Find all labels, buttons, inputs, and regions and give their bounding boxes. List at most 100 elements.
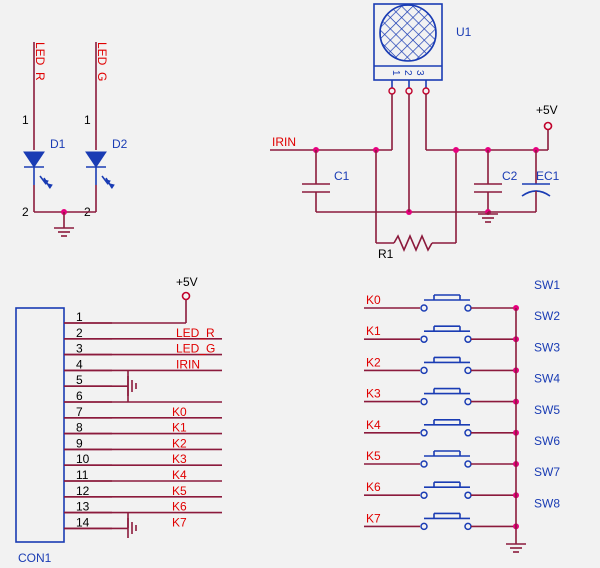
con-pin-number: 13 <box>76 500 90 514</box>
u1-pin-2: 2 <box>402 70 413 76</box>
switch-row: K4 SW5 <box>364 403 560 437</box>
con-pin-number: 9 <box>76 436 83 450</box>
d1-light-arrows-icon <box>39 175 53 189</box>
ir-receiver-u1: U1 1 2 3 <box>373 3 472 95</box>
con-vcc-terminal-icon <box>181 291 191 301</box>
pushbutton-icon <box>424 387 470 395</box>
d2-ref: D2 <box>112 137 128 151</box>
con-vcc-label: +5V <box>176 275 198 289</box>
switch-key-label: K0 <box>366 293 381 307</box>
switch-key-label: K6 <box>366 480 381 494</box>
con-net-label: K5 <box>172 484 187 498</box>
switch-key-label: K3 <box>366 387 381 401</box>
con-pin-number: 7 <box>76 405 83 419</box>
con-pin-number: 5 <box>76 373 83 387</box>
switch-key-label: K7 <box>366 511 381 525</box>
vcc-terminal-icon <box>543 121 553 131</box>
pushbutton-icon <box>424 481 470 489</box>
switch-row: K3 SW4 <box>364 372 560 406</box>
d2-pin-top: 1 <box>84 113 91 127</box>
switch-key-label: K4 <box>366 418 381 432</box>
d2-diode-icon <box>85 151 107 168</box>
led-d2: LED_G 1 D2 2 <box>84 42 128 219</box>
con-pin-number: 2 <box>76 326 83 340</box>
u1-ref: U1 <box>456 25 472 39</box>
con-net-label: K4 <box>172 468 187 482</box>
switch-row: K7 SW8 <box>364 496 560 531</box>
con-pin-number: 1 <box>76 310 83 324</box>
switch-ref: SW1 <box>534 278 560 292</box>
u1-pin-1: 1 <box>390 70 401 76</box>
irin-net-label: IRIN <box>272 135 296 149</box>
ir-receiver-body <box>373 3 443 81</box>
con-net-label: K3 <box>172 452 187 466</box>
resistor-r1-icon <box>393 233 433 253</box>
con-pin-number: 6 <box>76 389 83 403</box>
switch-key-label: K1 <box>366 324 381 338</box>
con-net-label: LED_G <box>176 342 215 356</box>
con-pin-number: 10 <box>76 452 90 466</box>
ground-icon <box>478 213 498 223</box>
con-net-label: K2 <box>172 436 187 450</box>
ec1-ref: EC1 <box>536 169 560 183</box>
pushbutton-icon <box>424 294 470 301</box>
pushbutton-icon <box>424 325 470 333</box>
switch-row: K5 SW6 <box>364 434 560 468</box>
led-d1: LED_R 1 D1 2 <box>22 42 66 219</box>
u1-pin-3: 3 <box>414 70 425 76</box>
d1-pin-top: 1 <box>22 113 29 127</box>
switch-ref: SW7 <box>534 465 560 479</box>
d1-diode-icon <box>23 151 45 168</box>
r1-ref: R1 <box>378 247 394 261</box>
switch-row: K2 SW3 <box>364 340 560 375</box>
c2-ref: C2 <box>502 169 518 183</box>
connector-body <box>15 307 65 543</box>
con1-ref: CON1 <box>18 551 52 565</box>
pushbutton-icon <box>424 512 470 520</box>
d2-net-label: LED_G <box>95 42 109 81</box>
c1-ref: C1 <box>334 169 350 183</box>
con-pin-number: 12 <box>76 484 90 498</box>
con-net-label: K6 <box>172 500 187 514</box>
ir-lens-icon <box>379 4 437 62</box>
switch-row: K0 SW1 <box>364 278 560 312</box>
d1-ref: D1 <box>50 137 66 151</box>
pushbutton-icon <box>424 418 470 426</box>
switch-row: K6 SW7 <box>364 465 560 499</box>
d1-pin-bot: 2 <box>22 205 29 219</box>
pushbutton-icon <box>424 356 470 364</box>
con-pin-number: 14 <box>76 515 90 529</box>
con-net-label: IRIN <box>176 357 200 371</box>
switch-ref: SW3 <box>534 340 560 354</box>
switch-ref: SW4 <box>534 372 560 386</box>
switch-key-label: K5 <box>366 449 381 463</box>
switch-ref: SW5 <box>534 403 560 417</box>
con-pin-number: 11 <box>76 468 89 482</box>
switch-row: K1 SW2 <box>364 309 560 343</box>
ground-icon <box>506 543 526 553</box>
pushbutton-icon <box>424 450 470 457</box>
ground-icon <box>127 518 137 538</box>
ir-circuit-wires: IRIN C1 R1 +5V C2 <box>270 94 560 261</box>
con-net-label: K7 <box>172 515 187 529</box>
con-net-label: K1 <box>172 421 187 435</box>
d2-light-arrows-icon <box>101 175 115 189</box>
d1-net-label: LED_R <box>33 42 47 81</box>
con-net-label: LED_R <box>176 326 215 340</box>
switch-ref: SW6 <box>534 434 560 448</box>
ground-icon <box>54 227 74 237</box>
con-pin-number: 3 <box>76 342 83 356</box>
switch-key-label: K2 <box>366 355 381 369</box>
ir-vcc-label: +5V <box>536 103 558 117</box>
con-pin-number: 4 <box>76 357 83 371</box>
switch-ref: SW8 <box>534 496 560 510</box>
ground-icon <box>127 376 137 396</box>
switch-ref: SW2 <box>534 309 560 323</box>
con-net-label: K0 <box>172 405 187 419</box>
